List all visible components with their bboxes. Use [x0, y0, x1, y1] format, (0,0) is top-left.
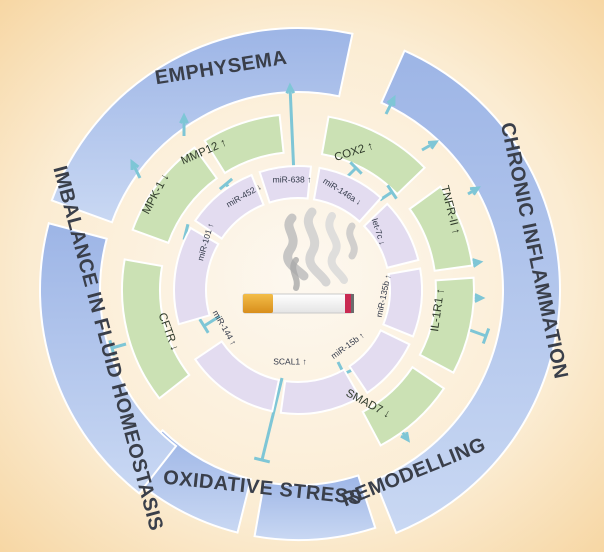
smoke-icon	[283, 207, 358, 291]
mirna-segment-mir-15b	[348, 328, 411, 395]
gene-segment-tnfr-ii	[408, 185, 474, 272]
tee-scal1-oxidative	[253, 377, 284, 464]
outer-segment-imbalance-in-fluid-homeostasis	[39, 222, 178, 495]
mirna-label-mir-638: miR-638 ↑	[273, 174, 312, 184]
mirna-segment-mir-638	[258, 165, 313, 204]
target-gene-ring	[121, 113, 475, 447]
arrow-cox2-inflammation	[421, 140, 439, 152]
gene-segment-il-1r1	[418, 276, 475, 374]
tee-cftr-fluid-2	[108, 339, 127, 357]
gene-label-il-1r1: IL-1R1 ↑	[429, 288, 447, 333]
outer-effect-ring	[39, 27, 561, 541]
mirna-segment-mir-135b	[381, 267, 423, 338]
arrow-mpk1-emphysema	[130, 158, 142, 179]
mirna-label-scal1: SCAL1 ↑	[273, 356, 307, 366]
mirna-segment-mir-101	[173, 226, 220, 326]
mirna-segment-mir-452	[193, 173, 265, 240]
cigarette-icon	[242, 293, 354, 314]
tee-let7c-tnfr	[379, 184, 398, 202]
arrow-mmp12-emphysema	[179, 112, 189, 136]
gene-segment-cftr	[121, 258, 191, 400]
mirna-segment-let-7c	[362, 202, 420, 269]
microrna-ring	[173, 165, 423, 415]
outer-segment-emphysema	[50, 27, 354, 224]
outer-segment-remodelling	[253, 474, 377, 541]
outer-arrows	[108, 82, 491, 464]
gene-segment-mmp12	[203, 113, 285, 175]
mirna-segment-mir-146a	[312, 166, 383, 224]
gene-segment-smad7	[361, 365, 446, 447]
arrow-mir638-emphysema	[285, 82, 296, 177]
arrow-tnfr-inflammation	[467, 186, 481, 196]
gene-segment-mpk-1	[131, 146, 219, 245]
gene-segment-cox2	[320, 115, 427, 196]
arrow-cox2-emphysema	[384, 94, 396, 115]
mirna-segment-scal1	[279, 368, 362, 415]
tee-mir146a-cox2	[346, 161, 363, 178]
tee-mir144-cftr	[198, 314, 221, 334]
mirna-segment-mir-144	[193, 340, 281, 413]
outer-segment-chronic-inflammation	[373, 49, 561, 535]
